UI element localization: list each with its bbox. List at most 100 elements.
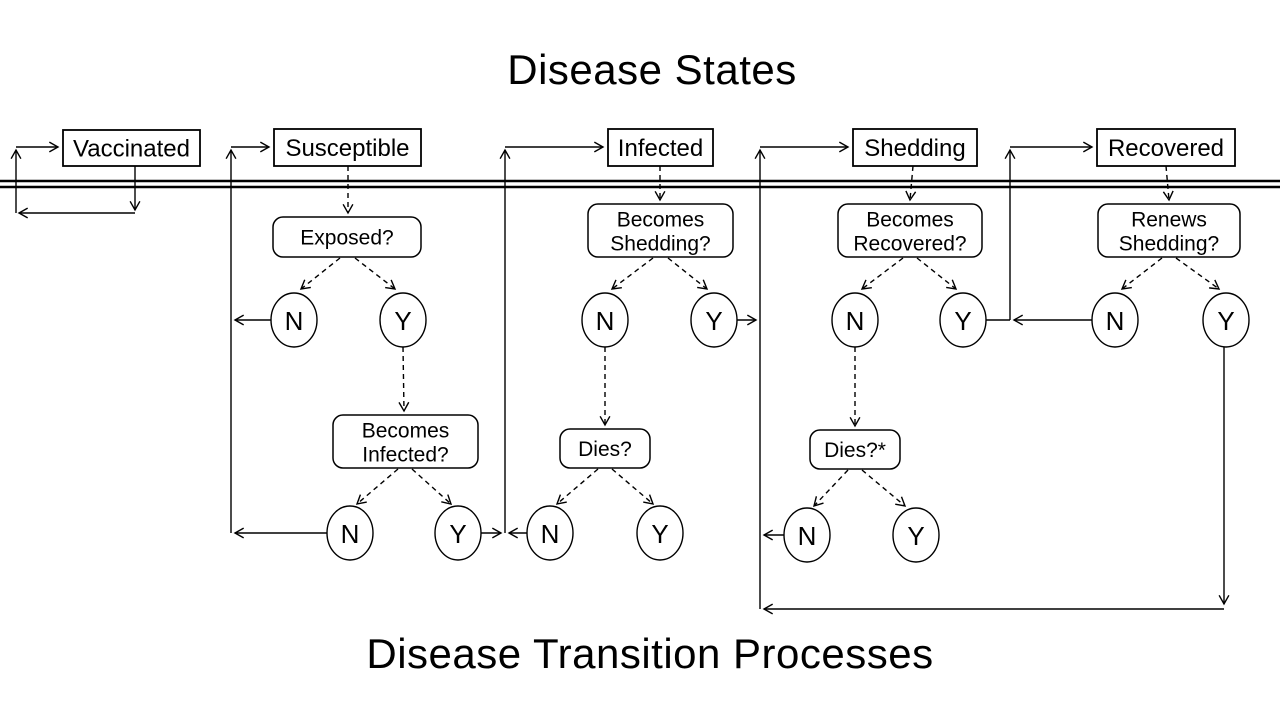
state-rect-infected [607,128,714,167]
decision-box-exposed: Exposed? [272,216,422,258]
decision-label-dies-line1: Dies? [578,438,632,461]
connector-dies-star-to-yes [861,469,907,507]
state-label-vaccinated: Vaccinated [73,136,190,163]
outcome-label-becomes-recovered-no: N [846,306,865,336]
decision-label-becomes-recovered-line1: Becomes [866,209,954,232]
outcome-circle-exposed-no [270,292,318,348]
decision-label-becomes-shedding-line2: Shedding? [610,233,710,256]
decision-rect-becomes-infected [332,414,479,469]
state-rect-susceptible [273,128,422,167]
outcome-label-renews-shedding-no: N [1106,306,1125,336]
state-label-recovered: Recovered [1108,135,1224,162]
connector-renews-shedding-to-no [1120,257,1163,290]
outcome-becomes-recovered-no: N [831,292,879,348]
outcome-becomes-shedding-yes: Y [690,292,738,348]
state-label-susceptible: Susceptible [285,135,409,162]
outcome-exposed-yes: Y [379,292,427,348]
outcome-circle-renews-shedding-yes [1202,292,1250,348]
outcome-circle-dies-star-yes [892,507,940,563]
decision-label-becomes-infected-line1: Becomes [362,420,450,443]
connector-dies-star-to-no [813,469,849,508]
top-title: Disease States [507,46,797,93]
connector-becomes-shedding-to-no [610,257,654,290]
outcome-circle-becomes-recovered-no [831,292,879,348]
connector-exposed-to-yes [354,257,397,290]
outcome-renews-shedding-yes: Y [1202,292,1250,348]
decision-rect-renews-shedding [1097,203,1241,258]
outcome-circle-becomes-infected-no [326,505,374,561]
decision-label-exposed-line1: Exposed? [300,227,393,250]
decision-rect-exposed [272,216,422,258]
connector-shedding-to-becomes-recovered [905,165,917,202]
outcome-label-exposed-yes: Y [394,306,411,336]
decision-box-dies: Dies? [559,428,651,469]
outcome-circle-dies-star-no [783,507,831,563]
outcome-becomes-infected-yes: Y [434,505,482,561]
decision-label-becomes-shedding-line1: Becomes [617,209,705,232]
state-label-shedding: Shedding [864,135,965,162]
outcome-dies-yes: Y [636,505,684,561]
decision-label-dies-star-line1: Dies?* [824,439,886,462]
state-rect-vaccinated [62,129,201,167]
decision-label-becomes-infected-line2: Infected? [362,444,448,467]
decision-rect-dies [559,428,651,469]
decision-rect-becomes-recovered [837,203,983,258]
outcome-label-dies-star-no: N [798,521,817,551]
outcome-circle-becomes-shedding-no [581,292,629,348]
connector-exposed-to-no [299,257,341,290]
outcome-circle-exposed-yes [379,292,427,348]
decision-label-renews-shedding-line1: Renews [1131,209,1207,232]
outcome-dies-no: N [526,505,574,561]
outcome-circle-dies-yes [636,505,684,561]
outcome-dies-star-yes: Y [892,507,940,563]
outcome-label-becomes-shedding-no: N [596,306,615,336]
outcome-label-becomes-recovered-yes: Y [954,306,971,336]
decision-label-becomes-recovered-line2: Recovered? [853,233,966,256]
outcome-becomes-shedding-no: N [581,292,629,348]
connector-becomes-recovered-to-no [860,257,904,290]
outcome-label-becomes-shedding-yes: Y [705,306,722,336]
outcome-becomes-infected-no: N [326,505,374,561]
outcome-label-dies-star-yes: Y [907,521,924,551]
state-box-recovered: Recovered [1096,128,1236,167]
outcome-label-dies-no: N [541,519,560,549]
outcome-circle-renews-shedding-no [1091,292,1139,348]
state-rect-recovered [1096,128,1236,167]
connector-becomes-shedding-to-yes [667,257,709,290]
connector-renews-shedding-to-yes [1175,257,1221,290]
outcome-dies-star-no: N [783,507,831,563]
outcome-circle-becomes-shedding-yes [690,292,738,348]
state-box-susceptible: Susceptible [273,128,422,167]
outcome-label-renews-shedding-yes: Y [1217,306,1234,336]
outcome-label-exposed-no: N [285,306,304,336]
connector-becomes-infected-to-no [355,468,399,505]
decision-label-renews-shedding-line2: Shedding? [1119,233,1219,256]
outcome-becomes-recovered-yes: Y [939,292,987,348]
state-box-shedding: Shedding [852,128,978,167]
outcome-circle-becomes-recovered-yes [939,292,987,348]
connector-dies-to-no [555,468,599,505]
bottom-title: Disease Transition Processes [366,630,934,677]
state-box-infected: Infected [607,128,714,167]
decision-box-dies-star: Dies?* [809,429,901,470]
outcome-label-becomes-infected-no: N [341,519,360,549]
state-label-infected: Infected [618,135,703,162]
state-rect-shedding [852,128,978,167]
outcome-label-dies-yes: Y [651,519,668,549]
outcome-exposed-no: N [270,292,318,348]
outcome-label-becomes-infected-yes: Y [449,519,466,549]
connector-dies-to-yes [611,468,655,505]
outcome-renews-shedding-no: N [1091,292,1139,348]
connector-becomes-infected-to-yes [411,468,453,505]
outcome-circle-dies-no [526,505,574,561]
decision-rect-becomes-shedding [587,203,734,258]
connector-exposed-yes-to-becomes-infected [398,346,410,413]
connector-becomes-recovered-to-yes [916,257,958,290]
